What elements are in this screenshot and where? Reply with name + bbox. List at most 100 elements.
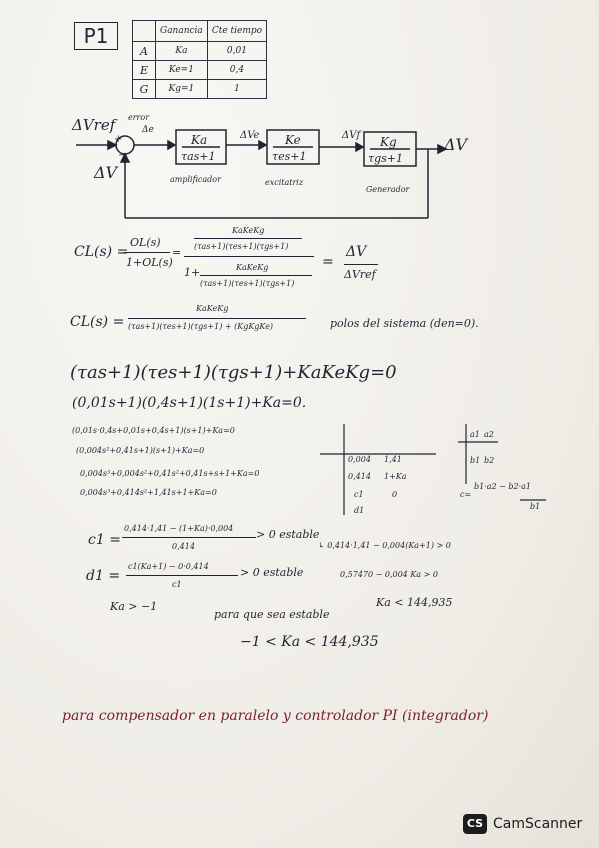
- table-row: E Ke=1 0,4: [132, 60, 268, 80]
- cl-eq: =: [322, 254, 334, 270]
- aux-r1-b: a2: [484, 430, 494, 439]
- routh-table-lines: [320, 424, 546, 515]
- cl-bot-num: KaKeKg: [236, 263, 269, 272]
- cl2-bar: [128, 318, 306, 319]
- routh-c2r2: 1+Ka: [384, 472, 407, 481]
- sum-minus-sign: −: [118, 150, 126, 161]
- camscanner-watermark: CS CamScanner: [463, 814, 582, 834]
- row-tau: 1: [206, 79, 268, 99]
- output-label: ΔV: [443, 135, 469, 154]
- cl-top-den: (τas+1)(τes+1)(τgs+1): [194, 242, 289, 251]
- c1-simplified: 0,57470 − 0,004 Ka > 0: [340, 570, 438, 579]
- d1-num: c1(Ka+1) − 0·0,414: [128, 562, 209, 571]
- footer-note: para compensador en paralelo y controlad…: [62, 708, 489, 724]
- c1-lhs: c1 =: [88, 532, 121, 548]
- table-row: G Kg=1 1: [132, 79, 268, 99]
- cl-lhs: CL(s) =: [74, 244, 129, 260]
- cl-rhs-num: ΔV: [346, 244, 367, 260]
- table-header-empty: [132, 20, 156, 42]
- d1-bar: [126, 575, 238, 576]
- cl-frac-bar: [124, 252, 170, 253]
- problem-tag: P1: [74, 22, 118, 50]
- c1-den: 0,414: [172, 542, 195, 551]
- aux-formula-den: b1: [530, 502, 541, 511]
- error-signal-label: Δe: [141, 125, 154, 135]
- block3-caption: Generador: [366, 185, 411, 194]
- d1-den: c1: [172, 580, 182, 589]
- camscanner-logo-icon: CS: [463, 814, 487, 834]
- cl-top-bar: [194, 238, 302, 239]
- row-tau: 0,4: [206, 60, 268, 80]
- input-label: ΔVref: [71, 116, 118, 134]
- table-header-gain: Ganancia: [155, 20, 208, 42]
- expansion-2: (0,004s²+0,41s+1)(s+1)+Ka=0: [76, 446, 205, 455]
- cl2-lhs: CL(s) =: [70, 314, 125, 330]
- aux-r2-a: b1: [470, 456, 481, 465]
- input2-label: ΔV: [93, 163, 119, 182]
- cl-main-bar: [184, 256, 314, 257]
- c1-arrow-step: ↳ 0,414·1,41 − 0,004(Ka+1) > 0: [318, 541, 451, 550]
- expansion-3: 0,004s³+0,004s²+0,41s²+0,41s+s+1+Ka=0: [80, 469, 260, 478]
- block2-numerator: Ke: [284, 133, 301, 147]
- char-eq-1: (τas+1)(τes+1)(τgs+1)+KaKeKg=0: [70, 362, 397, 383]
- aux-r1-a: a1: [470, 430, 480, 439]
- signal2-label: ΔVf: [341, 130, 362, 141]
- row-gain: Kg=1: [155, 79, 208, 99]
- aux-formula-lhs: c=: [460, 490, 472, 499]
- c1-result: Ka < 144,935: [376, 596, 453, 609]
- cl-bot-one: 1+: [184, 266, 201, 279]
- row-label: G: [132, 79, 156, 99]
- d1-result: Ka > −1: [110, 600, 158, 613]
- d1-lhs: d1 =: [86, 568, 121, 584]
- cl-bot-den: (τas+1)(τes+1)(τgs+1): [200, 279, 295, 288]
- error-label: error: [128, 113, 150, 122]
- camscanner-text: CamScanner: [493, 816, 583, 832]
- stability-range: −1 < Ka < 144,935: [240, 634, 379, 650]
- stability-note: para que sea estable: [214, 608, 330, 621]
- routh-c1r1: 0,004: [348, 455, 371, 464]
- sum-plus-sign: +: [114, 134, 122, 145]
- d1-condition: > 0 estable: [240, 566, 304, 579]
- row-label: A: [132, 41, 156, 61]
- table-header-tau: Cte tiempo: [206, 20, 268, 42]
- block3-denominator: τgs+1: [368, 152, 403, 165]
- cl-rhs-den: ΔVref: [344, 268, 376, 281]
- table-header-row: Ganancia Cte tiempo: [132, 20, 268, 42]
- row-label: E: [132, 60, 156, 80]
- block3-numerator: Kg: [379, 135, 397, 149]
- char-eq-2: (0,01s+1)(0,4s+1)(1s+1)+Ka=0.: [72, 395, 307, 411]
- expansion-4: 0,004s³+0,414s²+1,41s+1+Ka=0: [80, 488, 217, 497]
- block1-denominator: τas+1: [181, 150, 216, 163]
- signal1-label: ΔVe: [239, 130, 260, 141]
- cl-rhs-bar: [344, 264, 378, 265]
- routh-c2r1: 1,41: [384, 455, 402, 464]
- cl-frac-eq: =: [172, 246, 182, 259]
- cl-top-num: KaKeKg: [232, 226, 265, 235]
- block1-caption: amplificador: [170, 175, 222, 184]
- aux-formula-num: b1·a2 − b2·a1: [474, 482, 532, 491]
- table-row: A Ka 0,01: [132, 41, 268, 61]
- cl-frac-den: 1+OL(s): [126, 256, 173, 269]
- expansion-1: (0,01s·0,4s+0,01s+0,4s+1)(s+1)+Ka=0: [72, 426, 235, 435]
- block-diagram: ΔVref error Δe ΔV + − Ka τas+1 amplifica…: [71, 113, 469, 219]
- routh-c1r3: c1: [354, 490, 364, 499]
- cl2-den: (τas+1)(τes+1)(τgs+1) + (KgKgKe): [128, 322, 274, 331]
- poles-note: polos del sistema (den=0).: [330, 317, 479, 330]
- c1-bar: [122, 537, 256, 538]
- routh-c1r4: d1: [354, 506, 365, 515]
- row-gain: Ka: [155, 41, 208, 61]
- block1-numerator: Ka: [190, 133, 207, 147]
- cl2-num: KaKeKg: [196, 304, 229, 313]
- block2-denominator: τes+1: [272, 150, 306, 163]
- row-gain: Ke=1: [155, 60, 208, 80]
- c1-num: 0,414·1,41 − (1+Ka)·0,004: [124, 524, 234, 533]
- cl-bot-bar: [200, 275, 312, 276]
- parameters-table: Ganancia Cte tiempo A Ka 0,01 E Ke=1 0,4…: [132, 20, 268, 99]
- cl-frac-num: OL(s): [130, 236, 161, 249]
- aux-r2-b: b2: [484, 456, 495, 465]
- routh-c1r2: 0,414: [348, 472, 371, 481]
- routh-c2r3: 0: [392, 490, 398, 499]
- block2-caption: excitatriz: [265, 178, 304, 187]
- c1-condition: > 0 estable: [256, 528, 320, 541]
